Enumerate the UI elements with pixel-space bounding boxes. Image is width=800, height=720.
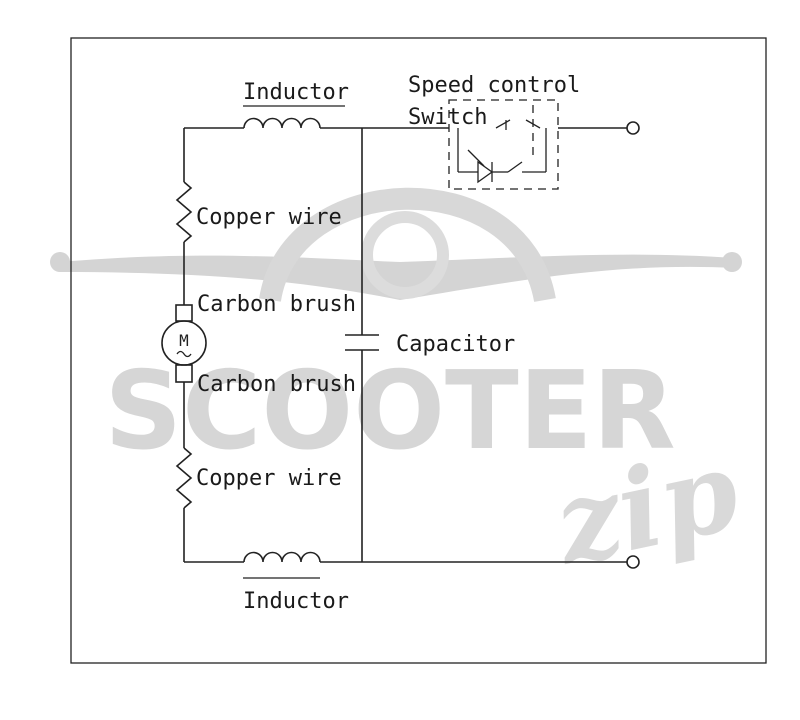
terminal-bottom bbox=[626, 555, 640, 569]
label-speed-control: Speed control bbox=[408, 73, 580, 98]
motor-leg: M bbox=[161, 128, 207, 562]
copper-wire-resistor-top bbox=[175, 181, 193, 243]
copper-wire-resistor-bottom bbox=[175, 447, 193, 509]
diagram-frame bbox=[70, 37, 767, 664]
watermark-arch bbox=[259, 187, 556, 303]
watermark-swoosh bbox=[60, 254, 735, 300]
label-copper-wire-bottom: Copper wire bbox=[196, 466, 342, 491]
top-rail bbox=[184, 117, 640, 135]
label-switch: Switch bbox=[408, 105, 487, 130]
motor-ac-symbol bbox=[176, 350, 192, 358]
label-capacitor: Capacitor bbox=[396, 332, 515, 357]
diode-icon bbox=[477, 160, 494, 184]
carbon-brush-top bbox=[175, 304, 193, 322]
speed-control-switch bbox=[448, 99, 559, 190]
label-inductor-bottom: Inductor bbox=[243, 589, 349, 614]
bottom-rail bbox=[184, 551, 640, 569]
watermark: SCOOTER zip bbox=[50, 187, 749, 590]
label-carbon-brush-bottom: Carbon brush bbox=[197, 372, 356, 397]
watermark-brand-text: SCOOTER bbox=[104, 349, 675, 474]
inductor-bottom bbox=[243, 551, 321, 563]
label-carbon-brush-top: Carbon brush bbox=[197, 292, 356, 317]
watermark-dot-right bbox=[722, 252, 742, 272]
terminal-top bbox=[626, 121, 640, 135]
watermark-ring bbox=[361, 211, 449, 299]
labels: Inductor Speed control Switch Copper wir… bbox=[196, 73, 580, 614]
motor-label: M bbox=[179, 331, 189, 350]
watermark-dot-left bbox=[50, 252, 70, 272]
switch-housing bbox=[448, 99, 559, 190]
label-copper-wire-top: Copper wire bbox=[196, 205, 342, 230]
label-inductor-top: Inductor bbox=[243, 80, 349, 105]
inductor-top bbox=[243, 117, 321, 129]
capacitor-branch bbox=[345, 128, 379, 562]
